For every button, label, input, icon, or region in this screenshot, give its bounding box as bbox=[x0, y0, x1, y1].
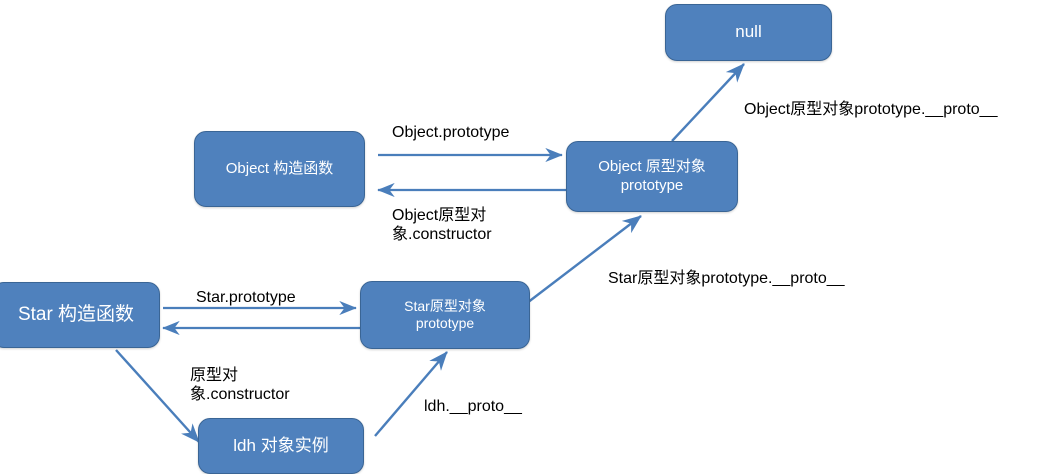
node-null-label: null bbox=[735, 22, 762, 42]
node-ldh-instance-label: ldh 对象实例 bbox=[233, 435, 329, 455]
node-ldh-instance[interactable]: ldh 对象实例 bbox=[198, 418, 364, 474]
edge-label-object-prototype: Object.prototype bbox=[392, 124, 510, 141]
node-star-constructor[interactable]: Star 构造函数 bbox=[0, 282, 160, 348]
node-object-constructor-label: Object 构造函数 bbox=[225, 159, 334, 177]
edge-ldh-proto bbox=[374, 351, 448, 437]
edge-star-new-ldh bbox=[115, 349, 200, 443]
node-null[interactable]: null bbox=[665, 4, 832, 61]
node-object-prototype[interactable]: Object 原型对象 prototype bbox=[566, 141, 738, 212]
edge-label-object-constructor: Object原型对 象.constructor bbox=[392, 207, 492, 244]
node-object-constructor[interactable]: Object 构造函数 bbox=[194, 131, 365, 207]
node-object-prototype-label: Object 原型对象 prototype bbox=[598, 158, 706, 194]
node-star-prototype-label: Star原型对象 prototype bbox=[404, 297, 486, 331]
edge-label-star-proto-proto: Star原型对象prototype.__proto__ bbox=[608, 270, 845, 287]
node-star-constructor-label: Star 构造函数 bbox=[17, 304, 135, 326]
edge-object-proto-proto bbox=[671, 63, 745, 142]
edge-label-ldh-proto: ldh.__proto__ bbox=[424, 398, 522, 415]
node-star-prototype[interactable]: Star原型对象 prototype bbox=[360, 281, 530, 349]
edge-star-proto-proto bbox=[526, 215, 642, 304]
edge-label-star-constructor: 原型对 象.constructor bbox=[190, 367, 290, 404]
edge-label-object-proto-proto: Object原型对象prototype.__proto__ bbox=[744, 101, 998, 118]
edge-label-star-prototype: Star.prototype bbox=[196, 289, 296, 306]
